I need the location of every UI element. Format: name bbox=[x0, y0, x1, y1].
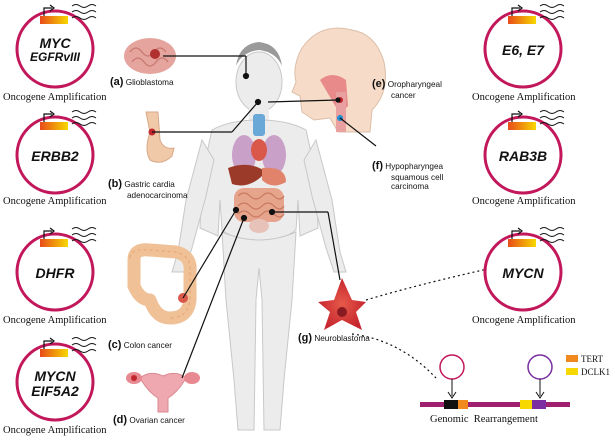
gene-label-mycn-eif5a2: MYCN EIF5A2 bbox=[23, 368, 87, 400]
cancer-label-oropharyngeal: (e) Oropharyngeal cancer bbox=[372, 78, 442, 100]
legend-label-tert: TERT bbox=[581, 354, 603, 364]
gene-label-e6e7: E6, E7 bbox=[491, 40, 555, 60]
cancer-letter: (c) bbox=[108, 339, 122, 351]
gene-name: RAB3B bbox=[498, 147, 548, 164]
legend-swatch-tert bbox=[566, 355, 578, 362]
head-profile-icon bbox=[291, 27, 386, 133]
gene-name: EGFRvIII bbox=[29, 50, 80, 65]
cancer-name-line1: Oropharyngeal bbox=[387, 80, 442, 89]
cancer-label-colon: (c) Colon cancer bbox=[108, 339, 172, 352]
gene-circles bbox=[15, 4, 565, 422]
cancer-name-line2: adenocarcinoma bbox=[127, 190, 188, 200]
gene-circle-erbb2 bbox=[15, 110, 97, 195]
oncogene-caption-a: Oncogene Amplification bbox=[3, 92, 107, 103]
gene-label-rab3b: RAB3B bbox=[491, 146, 555, 166]
gene-circle-mycn-eif5a2 bbox=[15, 337, 97, 422]
gene-name: EIF5A2 bbox=[31, 383, 79, 399]
oncogene-caption-d: Oncogene Amplification bbox=[3, 425, 107, 436]
human-body bbox=[171, 42, 347, 431]
gene-circle-mycn-neuroblastoma bbox=[483, 227, 565, 312]
genomic-rearrangement-graphic bbox=[420, 354, 570, 409]
cancer-label-neuroblastoma: (g) Neuroblastoma bbox=[298, 332, 370, 345]
gene-name: DHFR bbox=[35, 264, 75, 281]
oncogene-caption-f: Oncogene Amplification bbox=[472, 196, 576, 207]
cancer-name: Glioblastoma bbox=[125, 78, 174, 87]
connector-lines bbox=[152, 55, 493, 379]
rearrangement-legend bbox=[566, 355, 578, 375]
gene-name: MYCN bbox=[34, 368, 76, 385]
gene-name: MYC bbox=[39, 35, 71, 52]
gene-name: MYCN bbox=[502, 264, 544, 281]
cancer-letter: (f) bbox=[372, 160, 383, 172]
cancer-label-gastric: (b) Gastric cardia adenocarcinoma bbox=[108, 178, 188, 200]
gene-label-dhfr: DHFR bbox=[23, 263, 87, 283]
stomach-icon bbox=[145, 111, 175, 163]
cancer-letter: (b) bbox=[108, 178, 123, 190]
cancer-name: Colon cancer bbox=[123, 341, 172, 350]
gene-name: E6, E7 bbox=[501, 41, 545, 58]
oncogene-caption-b: Oncogene Amplification bbox=[3, 196, 107, 207]
cancer-label-ovarian: (d) Ovarian cancer bbox=[113, 414, 185, 427]
cancer-name-line1: Gastric cardia bbox=[124, 180, 175, 189]
cancer-label-hypopharyngeal: (f) Hypopharyngea squamous cell carcinom… bbox=[372, 160, 443, 191]
cancer-letter: (d) bbox=[113, 414, 128, 426]
gene-circle-dhfr bbox=[15, 227, 97, 312]
cancer-name-line3: carcinoma bbox=[391, 182, 429, 192]
cancer-letter: (a) bbox=[110, 76, 124, 88]
gene-circle-e6e7 bbox=[483, 4, 565, 89]
oncogene-caption-e: Oncogene Amplification bbox=[472, 92, 576, 103]
legend-swatch-dclk1 bbox=[566, 368, 578, 375]
cancer-name-line2: cancer bbox=[391, 90, 416, 100]
colon-icon bbox=[127, 243, 197, 325]
gene-label-mycn: MYCN bbox=[491, 263, 555, 283]
legend-label-dclk1: DCLK1 bbox=[581, 367, 610, 377]
neuron-cell-icon bbox=[318, 278, 366, 330]
gene-label-myc-egfrviii: MYC EGFRvIII bbox=[23, 34, 87, 66]
ovary-icon bbox=[126, 372, 200, 413]
cancer-name-line1: Hypopharyngea bbox=[385, 162, 444, 171]
gene-circle-rab3b bbox=[483, 110, 565, 195]
gene-name: ERBB2 bbox=[31, 147, 79, 164]
gene-circle-myc bbox=[15, 4, 97, 89]
cancer-name-line2: squamous cell bbox=[391, 172, 444, 182]
cancer-label-glioblastoma: (a) Glioblastoma bbox=[110, 76, 174, 89]
oncogene-caption-g: Oncogene Amplification bbox=[472, 315, 576, 326]
brain-icon bbox=[124, 38, 176, 74]
oncogene-caption-c: Oncogene Amplification bbox=[3, 315, 107, 326]
genomic-rearrangement-caption: Genomic Rearrangement bbox=[430, 414, 538, 425]
cancer-letter: (g) bbox=[298, 332, 313, 344]
organs bbox=[228, 114, 286, 233]
cancer-name: Neuroblastoma bbox=[314, 334, 370, 343]
cancer-letter: (e) bbox=[372, 78, 386, 90]
cancer-name: Ovarian cancer bbox=[129, 416, 185, 425]
gene-label-erbb2: ERBB2 bbox=[23, 146, 87, 166]
